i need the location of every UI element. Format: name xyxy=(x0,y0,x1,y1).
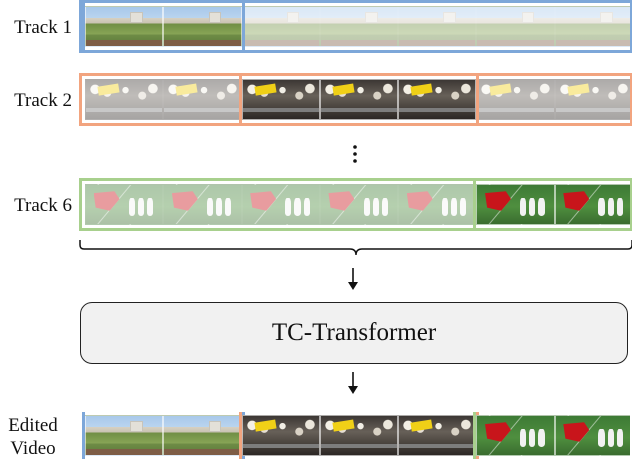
edited-label-line-2: Video xyxy=(10,438,56,459)
tc-transformer-label: TC-Transformer xyxy=(271,319,437,346)
crowd-frame xyxy=(319,415,399,456)
crowd-frame xyxy=(241,415,320,456)
field-frame xyxy=(476,184,555,225)
stadium-frame xyxy=(476,6,555,47)
crowd-frame xyxy=(398,79,477,120)
down-arrow-bottom xyxy=(348,372,358,394)
track-1-label: Track 1 xyxy=(14,17,72,38)
field-frame xyxy=(554,184,630,225)
crowd-frame xyxy=(476,79,555,120)
edited-label-line-1: Edited xyxy=(8,415,58,436)
stadium-frame xyxy=(85,6,164,47)
crowd-frame xyxy=(241,79,320,120)
crowd-frame xyxy=(85,79,164,120)
field-frame xyxy=(163,184,242,225)
stadium-frame xyxy=(241,6,320,47)
crowd-frame xyxy=(398,415,477,456)
stadium-frame xyxy=(319,6,399,47)
selected-segment-highlight xyxy=(82,3,245,50)
down-arrow-top xyxy=(348,268,358,290)
edited-segment-highlight xyxy=(238,412,480,459)
field-frame xyxy=(476,415,555,456)
edited-segment-highlight xyxy=(82,412,245,459)
track-6-strip xyxy=(79,178,632,231)
track-2-label: Track 2 xyxy=(14,90,72,111)
field-frame xyxy=(398,184,477,225)
selected-segment-highlight xyxy=(238,76,480,123)
selected-segment-highlight xyxy=(473,181,630,228)
merge-brace xyxy=(79,240,632,256)
crowd-frame xyxy=(163,79,242,120)
track-6-label: Track 6 xyxy=(14,195,72,216)
field-frame xyxy=(85,184,164,225)
field-frame xyxy=(241,184,320,225)
stadium-frame xyxy=(398,6,477,47)
track-2-strip xyxy=(79,73,632,126)
crowd-frame xyxy=(554,79,630,120)
vertical-ellipsis xyxy=(350,144,360,164)
track-1-strip xyxy=(79,0,632,53)
field-frame xyxy=(554,415,630,456)
stadium-frame xyxy=(163,6,242,47)
stadium-frame xyxy=(85,415,164,456)
tc-transformer-box: TC-Transformer xyxy=(80,302,628,364)
edited-segment-highlight xyxy=(473,412,630,459)
field-frame xyxy=(319,184,399,225)
crowd-frame xyxy=(319,79,399,120)
stadium-frame xyxy=(554,6,630,47)
edited-video-label: Edited Video xyxy=(0,414,66,460)
edited-video-strip xyxy=(79,409,632,462)
